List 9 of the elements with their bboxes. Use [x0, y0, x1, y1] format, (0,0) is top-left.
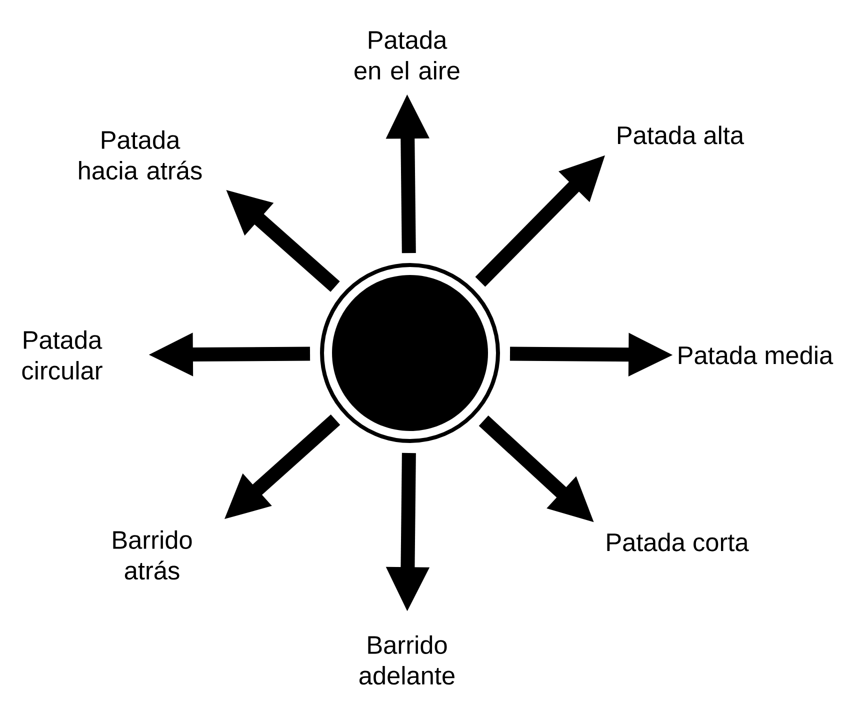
move-label: Patada hacia atrás: [79, 130, 202, 180]
joystick-circle: [320, 263, 500, 443]
move-label: Patada alta: [618, 126, 744, 144]
move-label: Patada circular: [22, 330, 102, 380]
move-label: Patada corta: [607, 532, 749, 552]
move-label: Barrido adelante: [359, 635, 454, 685]
move-label: Barrido atrás: [113, 530, 192, 580]
move-label: Patada en el aire: [354, 30, 460, 80]
move-label: Patada media: [678, 346, 834, 364]
